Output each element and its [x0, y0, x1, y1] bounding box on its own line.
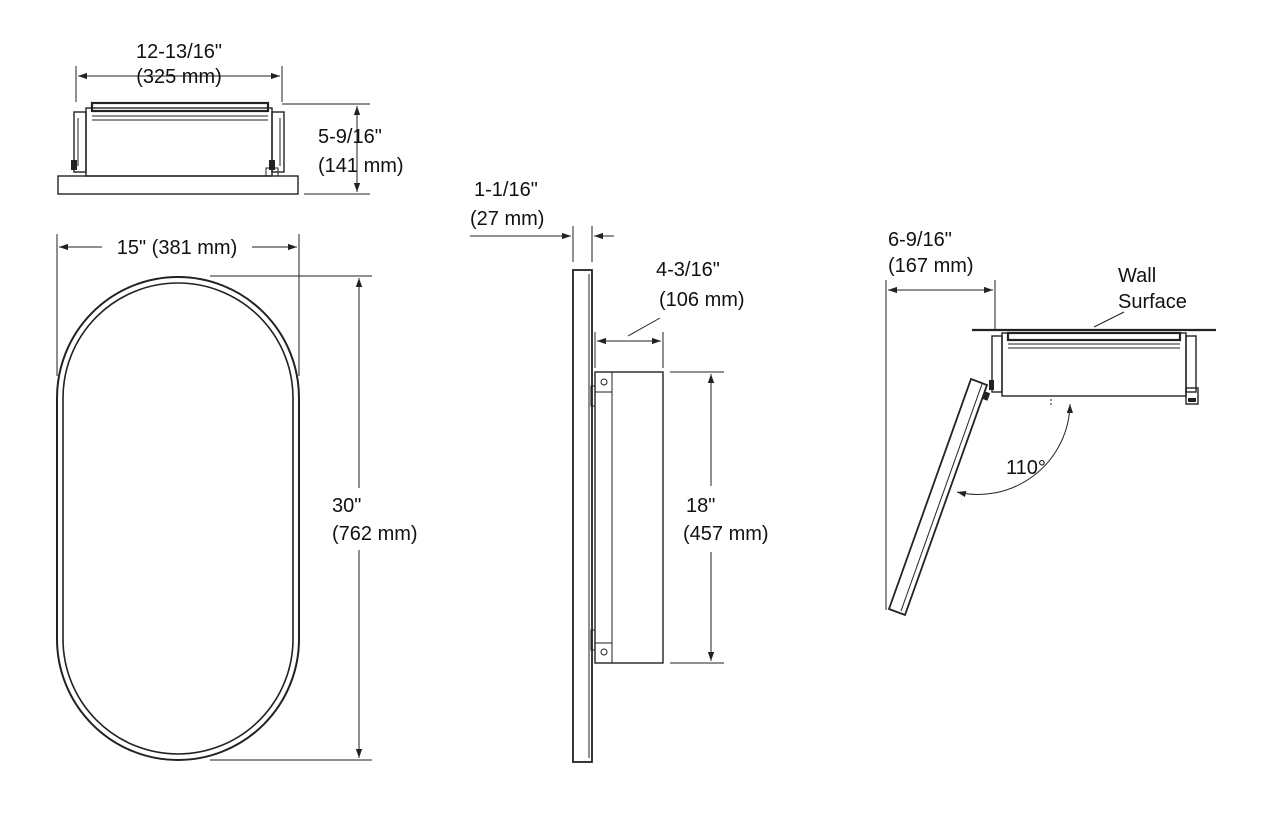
side-frame-inches: 1-1/16" — [474, 179, 538, 201]
oval-mirror-inner — [62, 282, 294, 755]
top-view-cabinet — [57, 101, 299, 195]
wall-label-line2: Surface — [1118, 291, 1187, 313]
top-width-inches: 12-13/16" — [136, 41, 222, 63]
oval-mirror-outer — [56, 276, 300, 761]
top-depth-mm: (141 mm) — [318, 155, 404, 177]
door-angle-label: 110° — [1006, 457, 1046, 479]
front-height-mm: (762 mm) — [332, 523, 418, 545]
front-height-inches: 30" — [332, 495, 361, 517]
wall-label-line1: Wall — [1118, 265, 1156, 287]
open-door-view: 6-9/16" (167 mm) Wall Surface — [885, 229, 1216, 617]
open-door-panel — [887, 377, 991, 617]
open-projection-inches: 6-9/16" — [888, 229, 952, 251]
side-cabinet-box — [590, 371, 664, 664]
open-projection-mm: (167 mm) — [888, 255, 974, 277]
side-frame-mm: (27 mm) — [470, 208, 544, 230]
wall-leader-line — [1093, 311, 1125, 328]
front-width-label: 15" (381 mm) — [117, 237, 237, 259]
side-mirror-frame — [572, 269, 593, 763]
open-view-cabinet — [972, 328, 1216, 405]
side-depth-mm: (106 mm) — [659, 289, 745, 311]
top-view: 12-13/16" (325 mm) 5-9/16" (141 mm) — [57, 41, 404, 195]
side-height-inches: 18" — [686, 495, 715, 517]
side-height-mm: (457 mm) — [683, 523, 769, 545]
side-view: 1-1/16" (27 mm) 4-3/16" (106 mm) — [470, 179, 769, 763]
side-depth-inches: 4-3/16" — [656, 259, 720, 281]
top-width-mm: (325 mm) — [136, 66, 222, 88]
front-view: 15" (381 mm) 30" (762 mm) — [56, 234, 418, 761]
top-depth-inches: 5-9/16" — [318, 126, 382, 148]
